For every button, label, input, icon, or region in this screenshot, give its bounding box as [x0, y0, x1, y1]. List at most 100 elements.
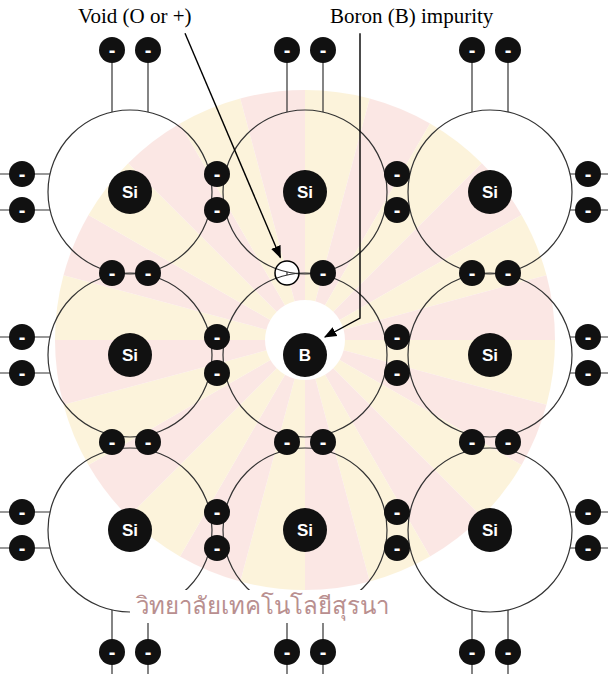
- electron-sign: -: [109, 642, 116, 662]
- electron-circle: -: [9, 499, 35, 525]
- node-disc: [384, 161, 410, 187]
- electron-sign: -: [469, 263, 476, 283]
- electron-circle: -: [204, 535, 230, 561]
- orbit-group: [48, 110, 572, 612]
- electron-orbit: [408, 273, 572, 437]
- electron-circle: -: [99, 260, 125, 286]
- electron-sign: -: [145, 263, 152, 283]
- node-disc: [204, 499, 230, 525]
- electron-sign: -: [394, 164, 401, 184]
- electron-orbit: [223, 448, 387, 612]
- watermark-ray: [344, 275, 555, 340]
- electron-circle: -: [384, 535, 410, 561]
- node-disc: [384, 360, 410, 386]
- electron-circle: -: [575, 360, 601, 386]
- node-disc: [575, 535, 601, 561]
- node-disc: [274, 37, 300, 63]
- node-disc: [283, 508, 327, 552]
- node-disc: [575, 197, 601, 223]
- electron-circle: -: [99, 639, 125, 665]
- electron-sign: -: [284, 642, 291, 662]
- electron-sign: -: [19, 363, 26, 383]
- electron-circle: -: [9, 161, 35, 187]
- electron-circle: -: [495, 37, 521, 63]
- electron-orbit: [48, 110, 212, 274]
- electron-circle: -: [310, 260, 336, 286]
- electron-circle: -: [204, 161, 230, 187]
- node-disc: [135, 37, 161, 63]
- node-disc: [9, 161, 35, 187]
- electron-sign: -: [19, 164, 26, 184]
- electron-sign: -: [505, 263, 512, 283]
- electron-orbit: [408, 448, 572, 612]
- node-disc: [384, 499, 410, 525]
- callout-label-box: Void (O or +): [78, 4, 192, 29]
- node-disc: [9, 197, 35, 223]
- electron-sign: -: [469, 642, 476, 662]
- node-disc: [575, 499, 601, 525]
- electron-sign: -: [585, 538, 592, 558]
- electron-sign: -: [19, 327, 26, 347]
- node-disc: [310, 429, 336, 455]
- callout-label: Boron (B) impurity: [330, 4, 493, 29]
- electron-sign: -: [214, 502, 221, 522]
- atom-symbol: Si: [482, 347, 498, 364]
- electron-circle: -: [384, 324, 410, 350]
- node-disc: [459, 37, 485, 63]
- electron-sign: -: [109, 432, 116, 452]
- electron-circle: -: [204, 324, 230, 350]
- electron-circle: -: [384, 499, 410, 525]
- electron-sign: -: [394, 538, 401, 558]
- electron-circle: -: [575, 535, 601, 561]
- leader-group: [185, 33, 360, 337]
- watermark-rays: [55, 90, 555, 590]
- node-disc: [204, 324, 230, 350]
- electron-sign: -: [469, 40, 476, 60]
- node-disc: [310, 639, 336, 665]
- electron-sign: -: [505, 432, 512, 452]
- node-disc: [575, 161, 601, 187]
- electron-circle: -: [9, 535, 35, 561]
- node-disc: [9, 360, 35, 386]
- electron-sign: -: [505, 40, 512, 60]
- node-disc: [108, 170, 152, 214]
- electron-circle: -: [495, 429, 521, 455]
- node-disc: [495, 37, 521, 63]
- node-disc: [204, 197, 230, 223]
- electron-circle: -: [575, 324, 601, 350]
- electron-sign: -: [284, 40, 291, 60]
- electron-sign: -: [585, 502, 592, 522]
- electron-sign: -: [145, 642, 152, 662]
- electron-circle: -: [459, 37, 485, 63]
- node-disc: [9, 535, 35, 561]
- node-disc: [495, 429, 521, 455]
- atom-symbol: Si: [122, 347, 138, 364]
- electron-orbit: [223, 273, 387, 437]
- atom-circle: Si: [108, 170, 152, 214]
- electron-sign: -: [214, 538, 221, 558]
- electron-circle: -: [135, 639, 161, 665]
- electron-circle: -: [310, 639, 336, 665]
- electron-circle: -: [204, 499, 230, 525]
- node-disc: [135, 639, 161, 665]
- electron-circle: -: [274, 37, 300, 63]
- atom-symbol: Si: [122, 522, 138, 539]
- electron-sign: -: [585, 164, 592, 184]
- atom-symbol: Si: [482, 184, 498, 201]
- electron-sign: -: [320, 263, 327, 283]
- electron-sign: -: [585, 200, 592, 220]
- node-disc: [468, 333, 512, 377]
- electron-sign: -: [505, 642, 512, 662]
- electron-sign: -: [469, 432, 476, 452]
- void-leader-arrow: [185, 33, 280, 257]
- electron-sign: -: [585, 327, 592, 347]
- electron-circle: -: [9, 197, 35, 223]
- atom-symbol: B: [299, 347, 311, 364]
- node-disc: [495, 639, 521, 665]
- electron-sign: -: [145, 40, 152, 60]
- electron-circle: -: [204, 360, 230, 386]
- callout-label-box: Boron (B) impurity: [330, 4, 493, 29]
- watermark-ray: [55, 340, 266, 405]
- atom-circle: Si: [283, 170, 327, 214]
